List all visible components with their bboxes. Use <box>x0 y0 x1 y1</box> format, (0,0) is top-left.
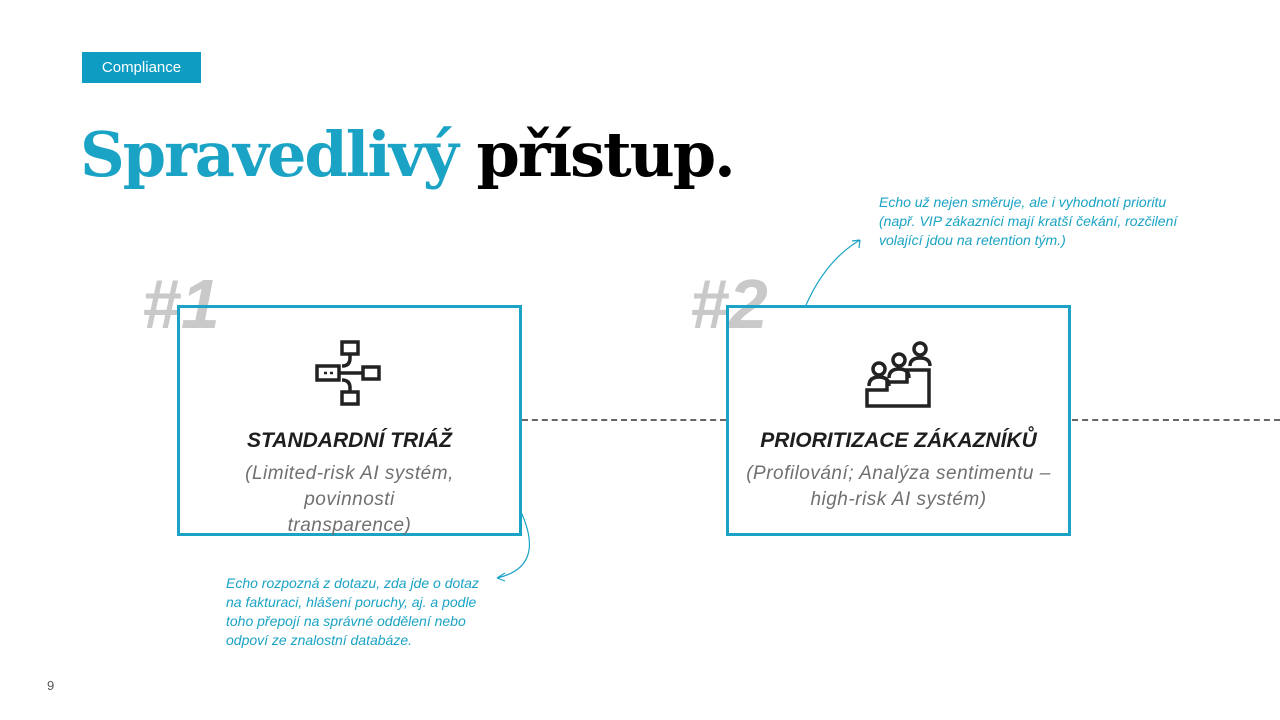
step-subtitle: (Profilování; Analýza sentimentu –high-r… <box>746 463 1051 510</box>
title-accent: Spravedlivý <box>80 118 459 191</box>
category-badge: Compliance <box>82 52 201 83</box>
step-title: STANDARDNÍ TRIÁŽ <box>247 429 452 452</box>
flowchart-icon <box>314 340 381 406</box>
step-card: STANDARDNÍ TRIÁŽ (Limited-risk AI systém… <box>177 305 522 536</box>
step-number: #1 <box>142 265 220 343</box>
page-title: Spravedlivý přístup. <box>80 118 736 191</box>
people-podium-icon <box>864 341 932 408</box>
step-title: PRIORITIZACE ZÁKAZNÍKŮ <box>760 429 1037 452</box>
step-note: Echo už nejen směruje, ale i vyhodnotí p… <box>879 194 1178 248</box>
connector-line <box>1072 419 1280 421</box>
connector-line <box>522 419 726 421</box>
step-note: Echo rozpozná z dotazu, zda jde o dotaz … <box>226 575 479 648</box>
step-card: PRIORITIZACE ZÁKAZNÍKŮ (Profilování; Ana… <box>726 305 1071 536</box>
title-rest: přístup. <box>476 118 736 191</box>
page-number: 9 <box>47 678 55 693</box>
